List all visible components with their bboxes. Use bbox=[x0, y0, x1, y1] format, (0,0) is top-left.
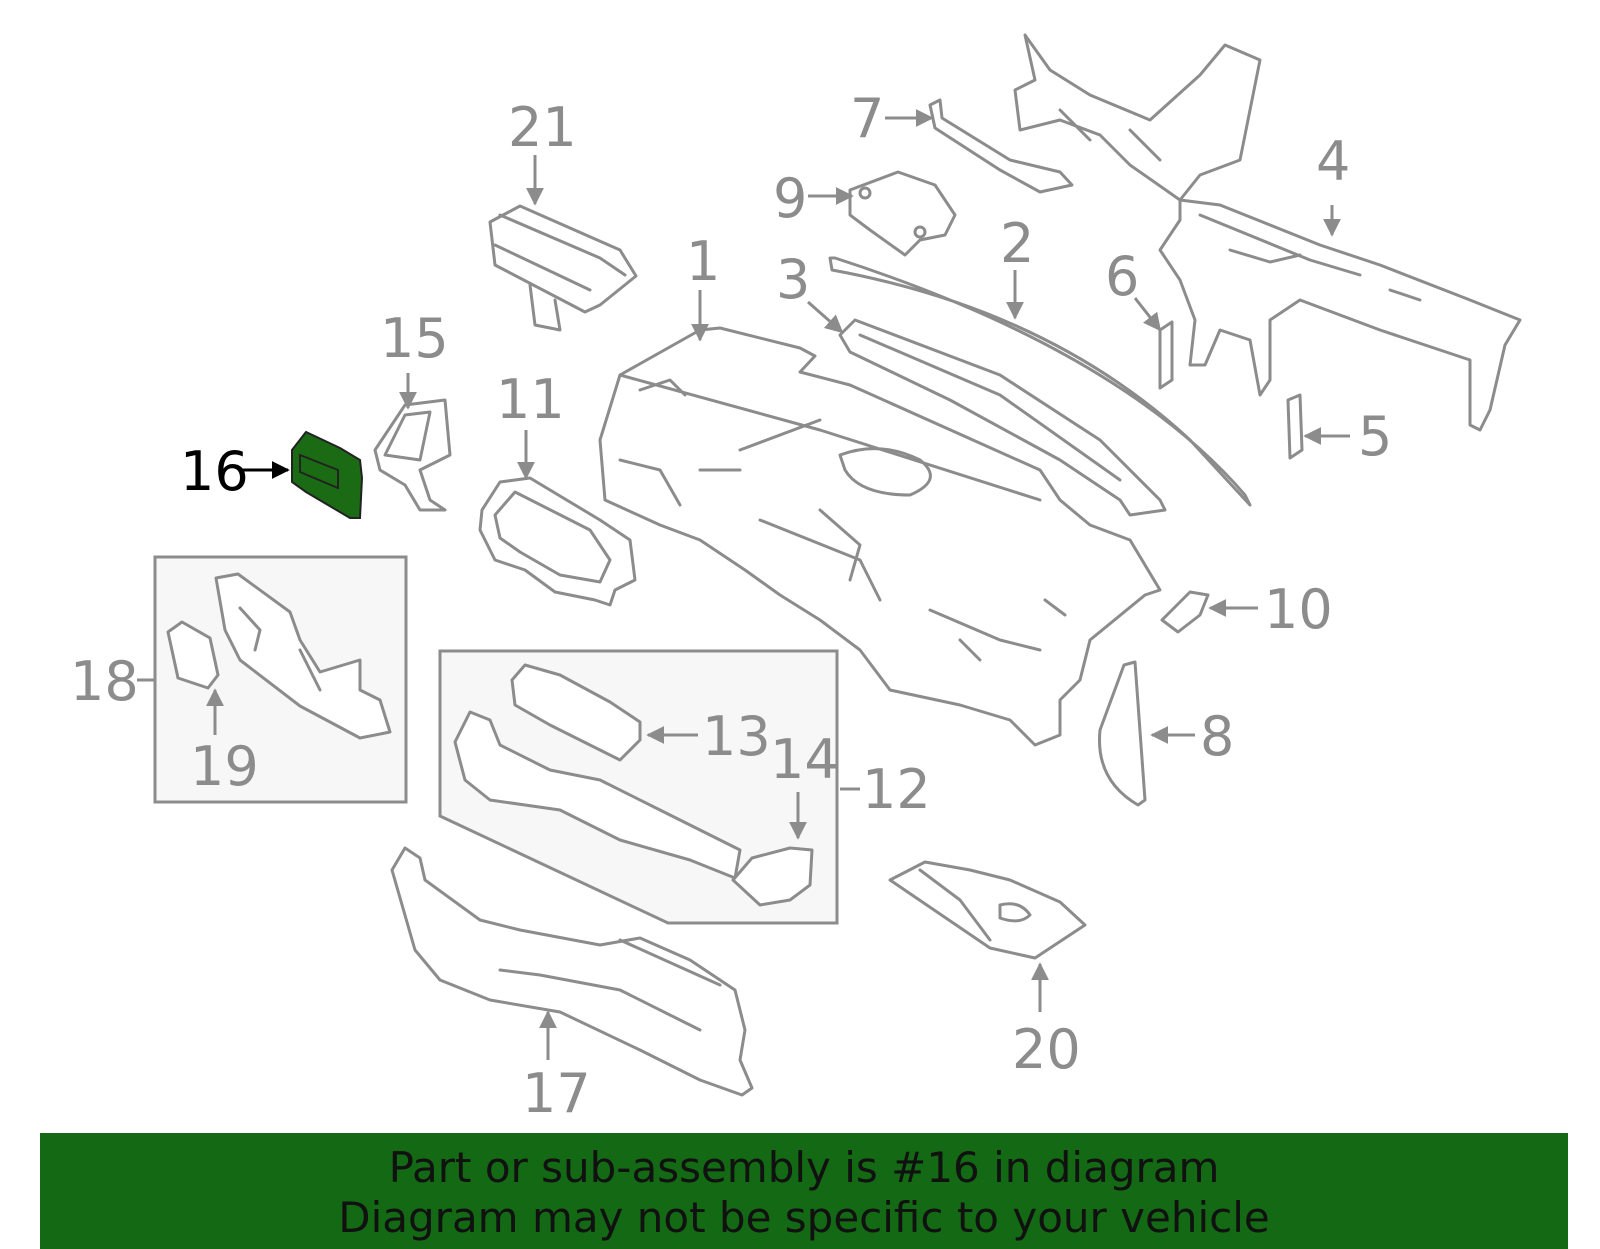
callout-20: 20 bbox=[1012, 1018, 1081, 1081]
part-2-trim-strip bbox=[828, 256, 1252, 507]
part-18-lower-panel bbox=[214, 572, 392, 740]
banner-line-1: Part or sub-assembly is #16 in diagram bbox=[388, 1143, 1220, 1192]
part-17-lower-crash-pad bbox=[390, 846, 754, 1097]
part-6-bracket bbox=[1158, 320, 1174, 390]
callout-6: 6 bbox=[1105, 245, 1139, 308]
callout-1: 1 bbox=[686, 230, 720, 293]
part-5-bracket bbox=[1286, 393, 1304, 460]
callout-7: 7 bbox=[850, 87, 884, 150]
part-7-bracket bbox=[928, 98, 1074, 194]
callout-labels: 1 2 3 4 5 6 7 8 9 10 11 12 13 14 15 16 1… bbox=[70, 87, 1392, 1125]
callout-21: 21 bbox=[508, 96, 577, 159]
callout-2: 2 bbox=[1000, 212, 1034, 275]
callout-3: 3 bbox=[776, 248, 810, 311]
part-20-glove-box bbox=[888, 860, 1087, 960]
callout-17: 17 bbox=[522, 1062, 591, 1125]
part-21-airbag bbox=[488, 204, 638, 332]
part-15-vent bbox=[373, 398, 452, 512]
callout-9: 9 bbox=[773, 167, 807, 230]
part-9-cover bbox=[848, 170, 957, 257]
callout-10: 10 bbox=[1264, 578, 1333, 641]
part-10-small-vent bbox=[1160, 590, 1210, 634]
callout-18: 18 bbox=[70, 650, 139, 713]
callout-16: 16 bbox=[180, 440, 249, 503]
part-8-side-cover bbox=[1097, 660, 1147, 807]
part-4-cross-bar bbox=[1013, 33, 1522, 432]
part-3-defrost-nozzle bbox=[838, 318, 1167, 517]
info-banner: Part or sub-assembly is #16 in diagram D… bbox=[40, 1133, 1568, 1249]
part-1-crash-pad bbox=[598, 326, 1162, 747]
leader-lines bbox=[137, 109, 1350, 1060]
callout-19: 19 bbox=[190, 735, 259, 798]
callout-15: 15 bbox=[380, 307, 449, 370]
part-14-vent bbox=[731, 846, 814, 907]
callout-5: 5 bbox=[1358, 405, 1392, 468]
callout-14: 14 bbox=[770, 728, 839, 791]
part-13-garnish bbox=[510, 663, 642, 762]
part-19-cover bbox=[166, 620, 220, 690]
part-16-highlighted bbox=[291, 430, 364, 519]
callout-4: 4 bbox=[1316, 130, 1350, 193]
callout-8: 8 bbox=[1200, 705, 1234, 768]
callout-13: 13 bbox=[702, 705, 771, 768]
callout-11: 11 bbox=[496, 368, 565, 431]
callout-12: 12 bbox=[862, 758, 931, 821]
part-12-center-trim bbox=[453, 710, 742, 880]
banner-line-2: Diagram may not be specific to your vehi… bbox=[338, 1193, 1270, 1242]
part-11-cluster-housing bbox=[478, 476, 637, 607]
